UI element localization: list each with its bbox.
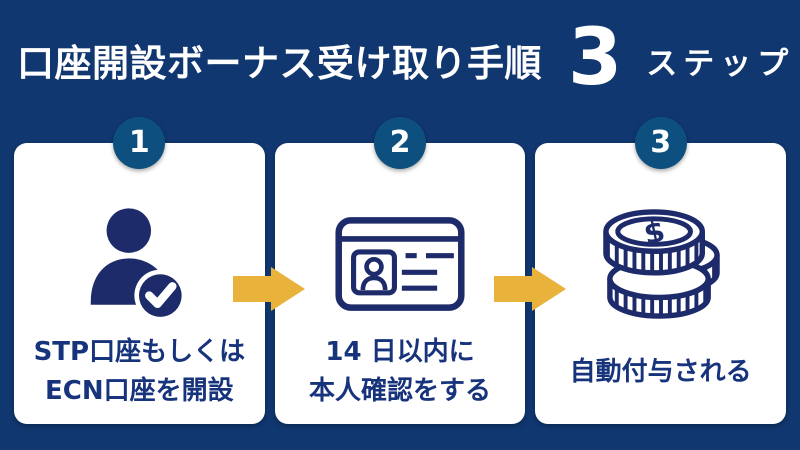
id-card-icon (335, 201, 465, 327)
step-count: 3 (568, 13, 623, 103)
step-label: 14 日以内に 本人確認をする (309, 333, 491, 411)
step-card-3: 3 $ (535, 117, 787, 424)
step-count-suffix: ステップ (646, 45, 795, 82)
steps-row: 1 STP口座もしくは ECN口座を開設 2 (14, 117, 787, 424)
step-card-1: 1 STP口座もしくは ECN口座を開設 (14, 117, 265, 424)
step-label-line: 本人確認をする (309, 376, 492, 406)
step-label-line: STP口座もしくは (33, 337, 246, 367)
header: 口座開設ボーナス受け取り手順 3 ステップ (0, 0, 800, 120)
step-label: 自動付与される (570, 333, 752, 411)
person-check-icon (88, 201, 190, 327)
coins-icon: $ (602, 201, 720, 327)
step-number-badge: 3 (634, 117, 687, 169)
step-number-badge: 1 (113, 117, 166, 169)
step-label-line: ECN口座を開設 (45, 376, 234, 406)
step-label-line: 14 日以内に (325, 337, 475, 367)
step-label-line: 自動付与される (569, 356, 752, 387)
step-label: STP口座もしくは ECN口座を開設 (34, 333, 246, 411)
arrow-right-icon (233, 267, 305, 311)
arrow-right-icon (494, 267, 566, 311)
step-card-2: 2 14 日以内に 本人確認をする (274, 117, 526, 424)
page-title: 口座開設ボーナス受け取り手順 (17, 42, 542, 85)
step-number-badge: 2 (374, 117, 426, 169)
